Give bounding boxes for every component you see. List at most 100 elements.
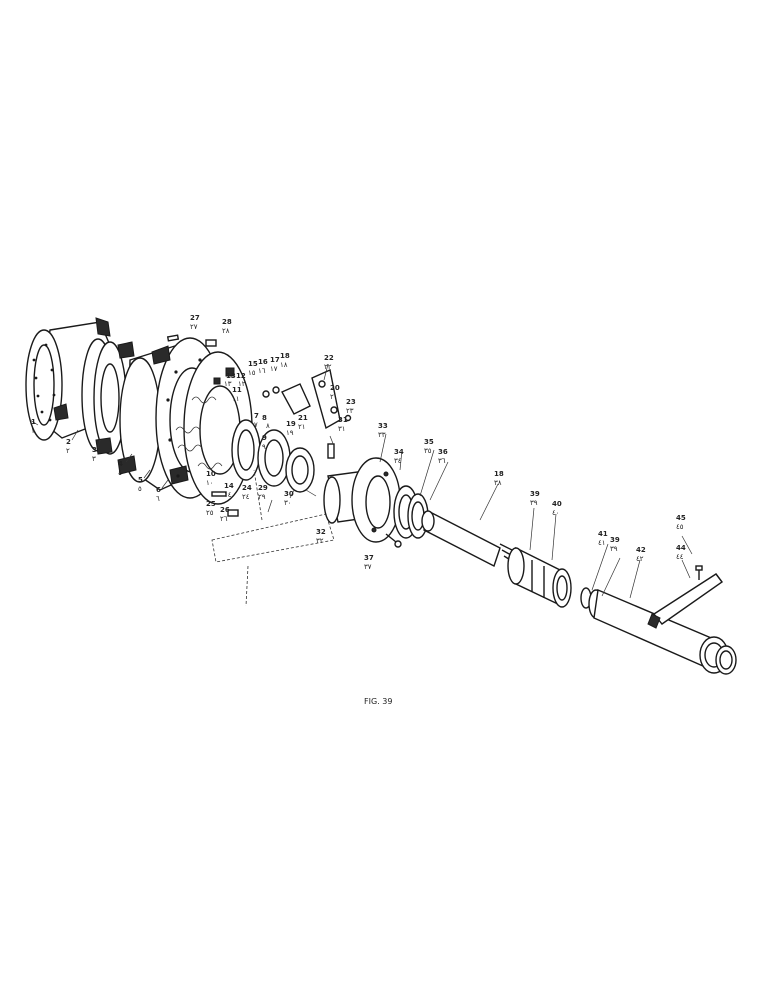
callout-alt-13: ١٣ [224, 380, 232, 388]
callout-25: 25 [206, 500, 216, 508]
seal-rings [393, 485, 429, 539]
callout-44: 44 [676, 544, 686, 552]
callout-alt-31: ٣١ [338, 425, 346, 433]
callout-15: 15 [248, 360, 258, 368]
callout-19: 19 [286, 420, 296, 428]
callout-alt-27: ٢٧ [190, 323, 198, 331]
bearing-carrier [323, 457, 401, 543]
callout-20: 20 [330, 384, 340, 392]
callout-39: 39 [530, 490, 540, 498]
leader-lines [29, 363, 693, 599]
callout-45: 45 [676, 514, 686, 522]
callout-alt-41: ٤١ [598, 539, 606, 547]
callout-23: 23 [346, 398, 356, 406]
callout-alt-11: ١١ [232, 395, 240, 403]
callout-alt-14: ١٤ [224, 491, 232, 499]
callout-alt-30: ٣٠ [284, 499, 292, 507]
callout-26: 26 [220, 506, 230, 514]
callout-40: 40 [552, 500, 562, 508]
callout-alt-4: ٤ [118, 469, 122, 477]
support-bracket [647, 565, 723, 629]
callout-alt-5: ٥ [138, 485, 142, 493]
callout-alt-21: ٢١ [298, 423, 306, 431]
callout-9: 9 [262, 434, 267, 442]
callout-39b: 39 [610, 536, 620, 544]
callout-alt-18: ١٨ [280, 361, 288, 369]
callout-alt-40: ٤٠ [552, 509, 560, 517]
callout-alt-12: ١٢ [238, 380, 246, 388]
callout-6: 6 [156, 486, 161, 494]
phantom-shaft [211, 469, 335, 607]
callout-alt-2: ٢ [66, 447, 70, 455]
callout-1: 1 [31, 418, 36, 426]
callout-alt-35: ٣٥ [424, 447, 432, 455]
callout-alt-36: ٣٦ [438, 457, 446, 465]
figure-caption: FIG. 39 [364, 697, 392, 706]
callout-alt-17: ١٧ [270, 365, 278, 373]
callout-30: 30 [284, 490, 294, 498]
callout-alt-34: ٣٤ [394, 457, 402, 465]
callout-alt-23: ٢٣ [346, 407, 354, 415]
callout-12: 12 [236, 372, 246, 380]
callout-13: 13 [226, 372, 236, 380]
guard-tube [580, 587, 737, 675]
callout-alt-18b: ٣٨ [494, 479, 502, 487]
callout-41: 41 [598, 530, 608, 538]
callout-alt-28: ٢٨ [222, 327, 230, 335]
callout-alt-33: ٣٣ [378, 431, 386, 439]
callout-24: 24 [242, 484, 252, 492]
fasteners [166, 334, 239, 517]
callout-42: 42 [636, 546, 646, 554]
callout-alt-42: ٤٢ [636, 555, 644, 563]
callout-18b: 18 [494, 470, 504, 478]
callout-alt-44: ٤٤ [676, 553, 684, 561]
callout-16: 16 [258, 358, 268, 366]
callout-alt-6: ٦ [156, 495, 160, 503]
callout-18: 18 [280, 352, 290, 360]
callout-32: 32 [316, 528, 326, 536]
callout-7: 7 [254, 412, 259, 420]
callout-17: 17 [270, 356, 280, 364]
callout-alt-29: ٢٩ [258, 493, 266, 501]
callout-14: 14 [224, 482, 234, 490]
callout-11: 11 [232, 386, 242, 394]
callout-alt-37: ٣٧ [364, 563, 372, 571]
callout-31: 31 [338, 416, 348, 424]
callout-alt-8: ٨ [266, 422, 270, 430]
callout-alt-3: ٣ [92, 455, 96, 463]
callout-alt-1: ١ [31, 427, 35, 435]
release-levers [262, 369, 352, 430]
callout-4: 4 [118, 460, 123, 468]
callout-3: 3 [92, 446, 97, 454]
callout-21: 21 [298, 414, 308, 422]
callout-alt-9: ٩ [262, 443, 266, 451]
callout-37: 37 [364, 554, 374, 562]
callout-10: 10 [206, 470, 216, 478]
callout-22: 22 [324, 354, 334, 362]
callout-34: 34 [394, 448, 404, 456]
splined-coupling [507, 546, 572, 608]
callout-36: 36 [438, 448, 448, 456]
callout-alt-numerals: ١ ٢ ٣ ٤ ٥ ٦ ٧ ٨ ٩ ١٠ ١١ ١٢ ١٣ ١٤ ١٥ ١٦ ١… [31, 323, 684, 571]
callout-alt-10: ١٠ [206, 479, 214, 487]
callout-alt-45: ٤٥ [676, 523, 684, 531]
callout-alt-32: ٣٢ [316, 537, 324, 545]
callout-8: 8 [262, 414, 267, 422]
callout-alt-25: ٢٥ [206, 509, 214, 517]
callout-27: 27 [190, 314, 200, 322]
callout-alt-16: ١٦ [258, 367, 266, 375]
callout-29: 29 [258, 484, 268, 492]
callout-alt-20: ٢٠ [330, 393, 338, 401]
callout-2: 2 [66, 438, 71, 446]
callout-alt-19: ١٩ [286, 429, 294, 437]
callout-33: 33 [378, 422, 388, 430]
drive-shaft [421, 510, 521, 567]
callout-alt-26: ٢٦ [220, 515, 228, 523]
callout-alt-39: ٣٩ [530, 499, 538, 507]
callout-alt-22: ٢٢ [324, 363, 332, 371]
callout-alt-15: ١٥ [248, 369, 256, 377]
callout-alt-24: ٢٤ [242, 493, 250, 501]
callout-5: 5 [138, 476, 143, 484]
callout-35: 35 [424, 438, 434, 446]
